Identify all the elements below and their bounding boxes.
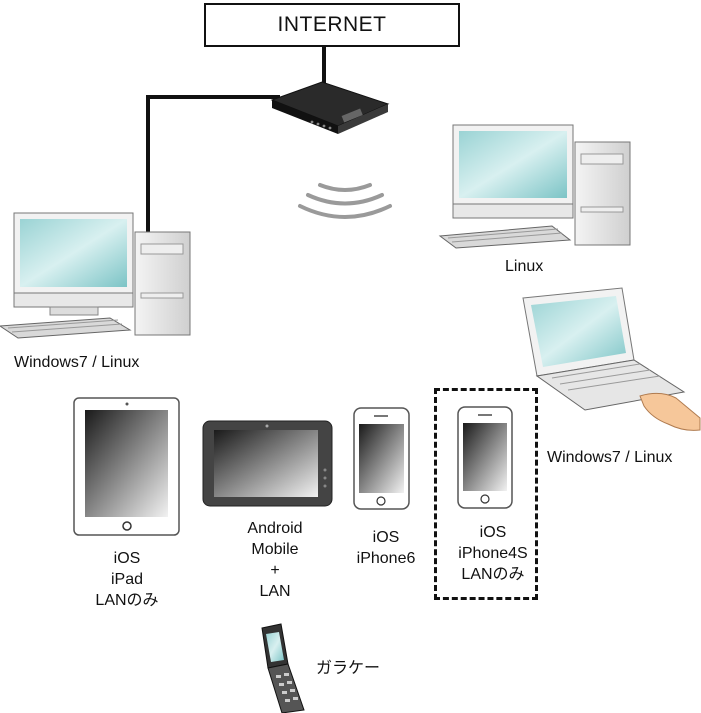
flip-phone-device	[261, 623, 305, 713]
laptop-label: Windows7 / Linux	[547, 449, 673, 466]
iphone6-device	[353, 407, 410, 510]
desktop-right-label: Linux	[505, 258, 544, 275]
internet-label: INTERNET	[277, 13, 387, 36]
wireless-router	[270, 81, 390, 134]
iphone6-model-text: iPhone6	[356, 550, 416, 567]
android-tablet-device	[202, 420, 333, 507]
ipad-model-text: iPad	[110, 571, 144, 588]
desktop-left-label: Windows7 / Linux	[14, 354, 140, 371]
desktop-pc-left	[0, 212, 191, 339]
android-os-text: Android	[247, 520, 303, 537]
internet-box: INTERNET	[204, 3, 460, 47]
ipad-label: iOS iPad LANのみ	[77, 548, 177, 611]
wifi-waves-icon	[298, 183, 392, 219]
iphone6-os-text: iOS	[372, 529, 400, 546]
iphone4s-network-text: LANのみ	[461, 566, 525, 583]
iphone4s-model-text: iPhone4S	[458, 545, 528, 562]
iphone4s-device	[457, 406, 513, 509]
flip-phone-label: ガラケー	[316, 660, 381, 677]
android-mobile-text: Mobile	[251, 541, 299, 558]
ipad-network-text: LANのみ	[95, 592, 159, 609]
ipad-device	[73, 397, 180, 536]
network-cables	[146, 47, 326, 236]
desktop-pc-right	[438, 124, 631, 249]
lan-only-highlight-box	[434, 388, 538, 600]
iphone4s-os-text: iOS	[479, 524, 507, 541]
laptop-pc	[522, 287, 701, 431]
android-label: Android Mobile + LAN	[225, 518, 325, 602]
android-lan-text: LAN	[259, 583, 291, 600]
ipad-os-text: iOS	[113, 550, 141, 567]
iphone4s-label: iOS iPhone4S LANのみ	[443, 522, 543, 585]
iphone6-label: iOS iPhone6	[336, 527, 436, 569]
android-plus-text: +	[270, 562, 280, 579]
